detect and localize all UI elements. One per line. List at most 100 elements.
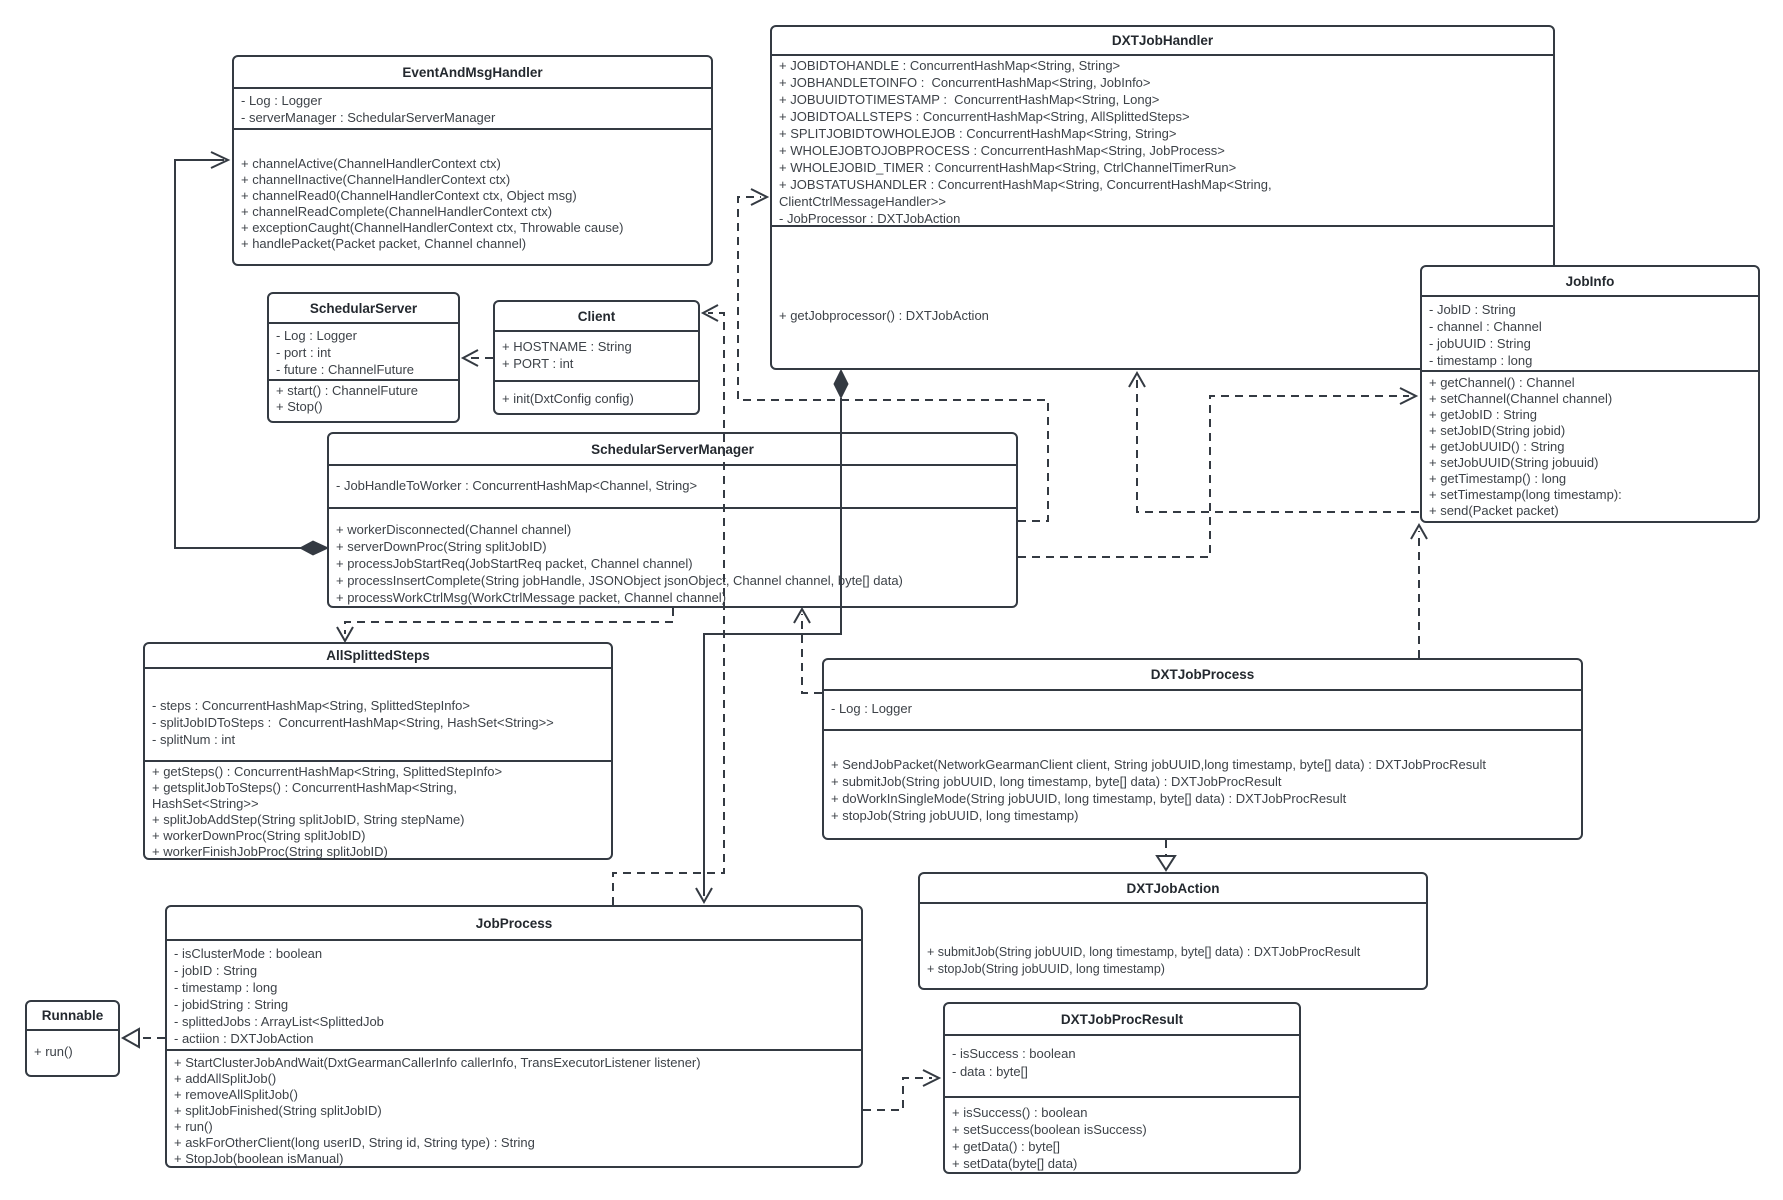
class-attributes: - Log : Logger - serverManager : Schedula…: [234, 89, 711, 130]
member-row: + getChannel() : Channel: [1429, 375, 1575, 390]
member-row: + exceptionCaught(ChannelHandlerContext …: [241, 220, 624, 235]
member-row: + handlePacket(Packet packet, Channel ch…: [241, 236, 527, 251]
member-row: + processInsertComplete(String jobHandle…: [336, 573, 903, 588]
member-row: - timestamp : long: [174, 980, 278, 995]
class-title: EventAndMsgHandler: [234, 57, 711, 89]
member-row: + StartClusterJobAndWait(DxtGearmanCalle…: [174, 1055, 701, 1070]
member-row: + submitJob(String jobUUID, long timesta…: [927, 945, 1361, 959]
connector-realization-dxtjobprocess-to-dxtjobaction: [1155, 840, 1177, 872]
class-methods: + isSuccess() : boolean + setSuccess(bool…: [945, 1098, 1299, 1172]
member-row: + stopJob(String jobUUID, long timestamp…: [831, 808, 1079, 823]
connector-dependency-dxtjobprocess-to-ssm: [793, 606, 822, 694]
class-attributes: + JOBIDTOHANDLE : ConcurrentHashMap<Stri…: [772, 56, 1553, 227]
member-row: + getJobID : String: [1429, 407, 1538, 422]
class-title: JobProcess: [167, 907, 861, 941]
member-row: - Log : Logger: [276, 328, 357, 343]
class-runnable: Runnable + run(): [25, 1000, 120, 1077]
class-attributes: - steps : ConcurrentHashMap<String, Spli…: [145, 669, 611, 762]
member-row: + JOBIDTOHANDLE : ConcurrentHashMap<Stri…: [779, 58, 1121, 73]
member-row: + PORT : int: [502, 356, 574, 371]
member-row: - Log : Logger: [241, 93, 322, 108]
member-row: + setJobUUID(String jobuuid): [1429, 455, 1599, 470]
class-methods: + start() : ChannelFuture+ Stop(): [269, 381, 458, 421]
class-methods: + getChannel() : Channel+ setChannel(Cha…: [1422, 372, 1758, 521]
member-row: + start() : ChannelFuture: [276, 383, 418, 398]
member-row: + WHOLEJOBTOJOBPROCESS : ConcurrentHashM…: [779, 143, 1225, 158]
class-methods: + workerDisconnected(Channel channel)+ s…: [329, 509, 1016, 606]
member-row: - serverManager : SchedularServerManager: [241, 110, 496, 125]
class-schedularserver: SchedularServer - Log : Logger - port : i…: [267, 292, 460, 423]
class-title: SchedularServerManager: [329, 434, 1016, 466]
member-row: - JobID : String: [1429, 302, 1516, 317]
member-row: + getJobUUID() : String: [1429, 439, 1565, 454]
member-row: + setChannel(Channel channel): [1429, 391, 1613, 406]
class-title: DXTJobProcess: [824, 660, 1581, 691]
member-row: - isClusterMode : boolean: [174, 946, 323, 961]
class-dxtjobaction: DXTJobAction + submitJob(String jobUUID,…: [918, 872, 1428, 990]
member-row: - channel : Channel: [1429, 319, 1542, 334]
member-row: - jobID : String: [174, 963, 258, 978]
member-row: + setSuccess(boolean isSuccess): [952, 1122, 1147, 1137]
class-dxtjobprocess: DXTJobProcess - Log : Logger + SendJobPa…: [822, 658, 1583, 840]
member-row: + init(DxtConfig config): [502, 391, 634, 406]
member-row: + send(Packet packet): [1429, 503, 1559, 518]
class-attributes: - JobHandleToWorker : ConcurrentHashMap<…: [329, 466, 1016, 509]
class-eventandmsghandler: EventAndMsgHandler - Log : Logger - serve…: [232, 55, 713, 266]
member-row: + run(): [34, 1044, 73, 1059]
member-row: + channelReadComplete(ChannelHandlerCont…: [241, 204, 553, 219]
class-methods: + channelActive(ChannelHandlerContext ct…: [234, 130, 711, 264]
member-row: + askForOtherClient(long userID, String …: [174, 1135, 535, 1150]
member-row: + splitJobFinished(String splitJobID): [174, 1103, 382, 1118]
member-row: - actiion : DXTJobAction: [174, 1031, 314, 1046]
member-row: + getsplitJobToSteps() : ConcurrentHashM…: [152, 780, 457, 811]
member-row: + WHOLEJOBID_TIMER : ConcurrentHashMap<S…: [779, 160, 1237, 175]
class-methods: + submitJob(String jobUUID, long timesta…: [920, 904, 1426, 988]
connector-realization-jobprocess-to-runnable: [120, 1027, 165, 1049]
member-row: - jobidString : String: [174, 997, 289, 1012]
class-attributes: - JobID : String - channel : Channel - job…: [1422, 297, 1758, 372]
class-attributes: - isSuccess : boolean- data : byte[]: [945, 1036, 1299, 1098]
class-jobinfo: JobInfo - JobID : String- channel : Chan…: [1420, 265, 1760, 523]
class-attributes: - Log : Logger- port : int- future : Cha…: [269, 324, 458, 381]
member-row: + processWorkCtrlMsg(WorkCtrlMessage pac…: [336, 590, 727, 605]
member-row: + workerFinishJobProc(String splitJobID): [152, 844, 388, 858]
member-row: + isSuccess() : boolean: [952, 1105, 1088, 1120]
class-attributes: - Log : Logger: [824, 691, 1581, 731]
class-dxtjobprocresult: DXTJobProcResult - isSuccess : boolean- …: [943, 1002, 1301, 1174]
class-title: Runnable: [27, 1002, 118, 1031]
class-attributes: + HOSTNAME : String + PORT : int: [495, 332, 698, 382]
class-methods: + getSteps() : ConcurrentHashMap<String,…: [145, 762, 611, 858]
member-row: - port : int: [276, 345, 331, 360]
class-title: Client: [495, 302, 698, 332]
member-row: - splittedJobs : ArrayList<SplittedJob: [174, 1014, 384, 1029]
class-client: Client + HOSTNAME : String + PORT : int +…: [493, 300, 700, 415]
member-row: - JobHandleToWorker : ConcurrentHashMap<…: [336, 478, 698, 493]
member-row: - jobUUID : String: [1429, 336, 1531, 351]
member-row: + splitJobAddStep(String splitJobID, Str…: [152, 812, 465, 827]
class-methods: + init(DxtConfig config): [495, 382, 698, 413]
class-methods: + run(): [27, 1031, 118, 1075]
member-row: + HOSTNAME : String: [502, 339, 632, 354]
member-row: + SendJobPacket(NetworkGearmanClient cli…: [831, 757, 1486, 772]
connector-dependency-ssm-to-allsplittedsteps: [336, 608, 674, 644]
class-title: SchedularServer: [269, 294, 458, 324]
class-attributes: - isClusterMode : boolean - jobID : Strin…: [167, 941, 861, 1051]
member-row: - Log : Logger: [831, 701, 912, 716]
member-row: + getTimestamp() : long: [1429, 471, 1567, 486]
class-schedularservermanager: SchedularServerManager - JobHandleToWork…: [327, 432, 1018, 608]
member-row: + processJobStartReq(JobStartReq packet,…: [336, 556, 693, 571]
member-row: + getData() : byte[]: [952, 1139, 1061, 1154]
class-jobprocess: JobProcess - isClusterMode : boolean - jo…: [165, 905, 863, 1168]
member-row: + JOBSTATUSHANDLER : ConcurrentHashMap<S…: [779, 177, 1272, 209]
class-title: AllSplittedSteps: [145, 644, 611, 669]
member-row: - JobProcessor : DXTJobAction: [779, 211, 961, 226]
member-row: + JOBUUIDTOTIMESTAMP : ConcurrentHashMap…: [779, 92, 1160, 107]
member-row: + JOBIDTOALLSTEPS : ConcurrentHashMap<St…: [779, 109, 1190, 124]
member-row: + setData(byte[] data): [952, 1156, 1078, 1171]
connector-dependency-ssm-to-jobinfo: [1018, 387, 1419, 558]
class-methods: + StartClusterJobAndWait(DxtGearmanCalle…: [167, 1051, 861, 1166]
member-row: + getSteps() : ConcurrentHashMap<String,…: [152, 764, 503, 779]
class-allsplittedsteps: AllSplittedSteps - steps : ConcurrentHas…: [143, 642, 613, 860]
connector-dependency-jobprocess-to-dxtjobprocresult: [863, 1069, 942, 1111]
